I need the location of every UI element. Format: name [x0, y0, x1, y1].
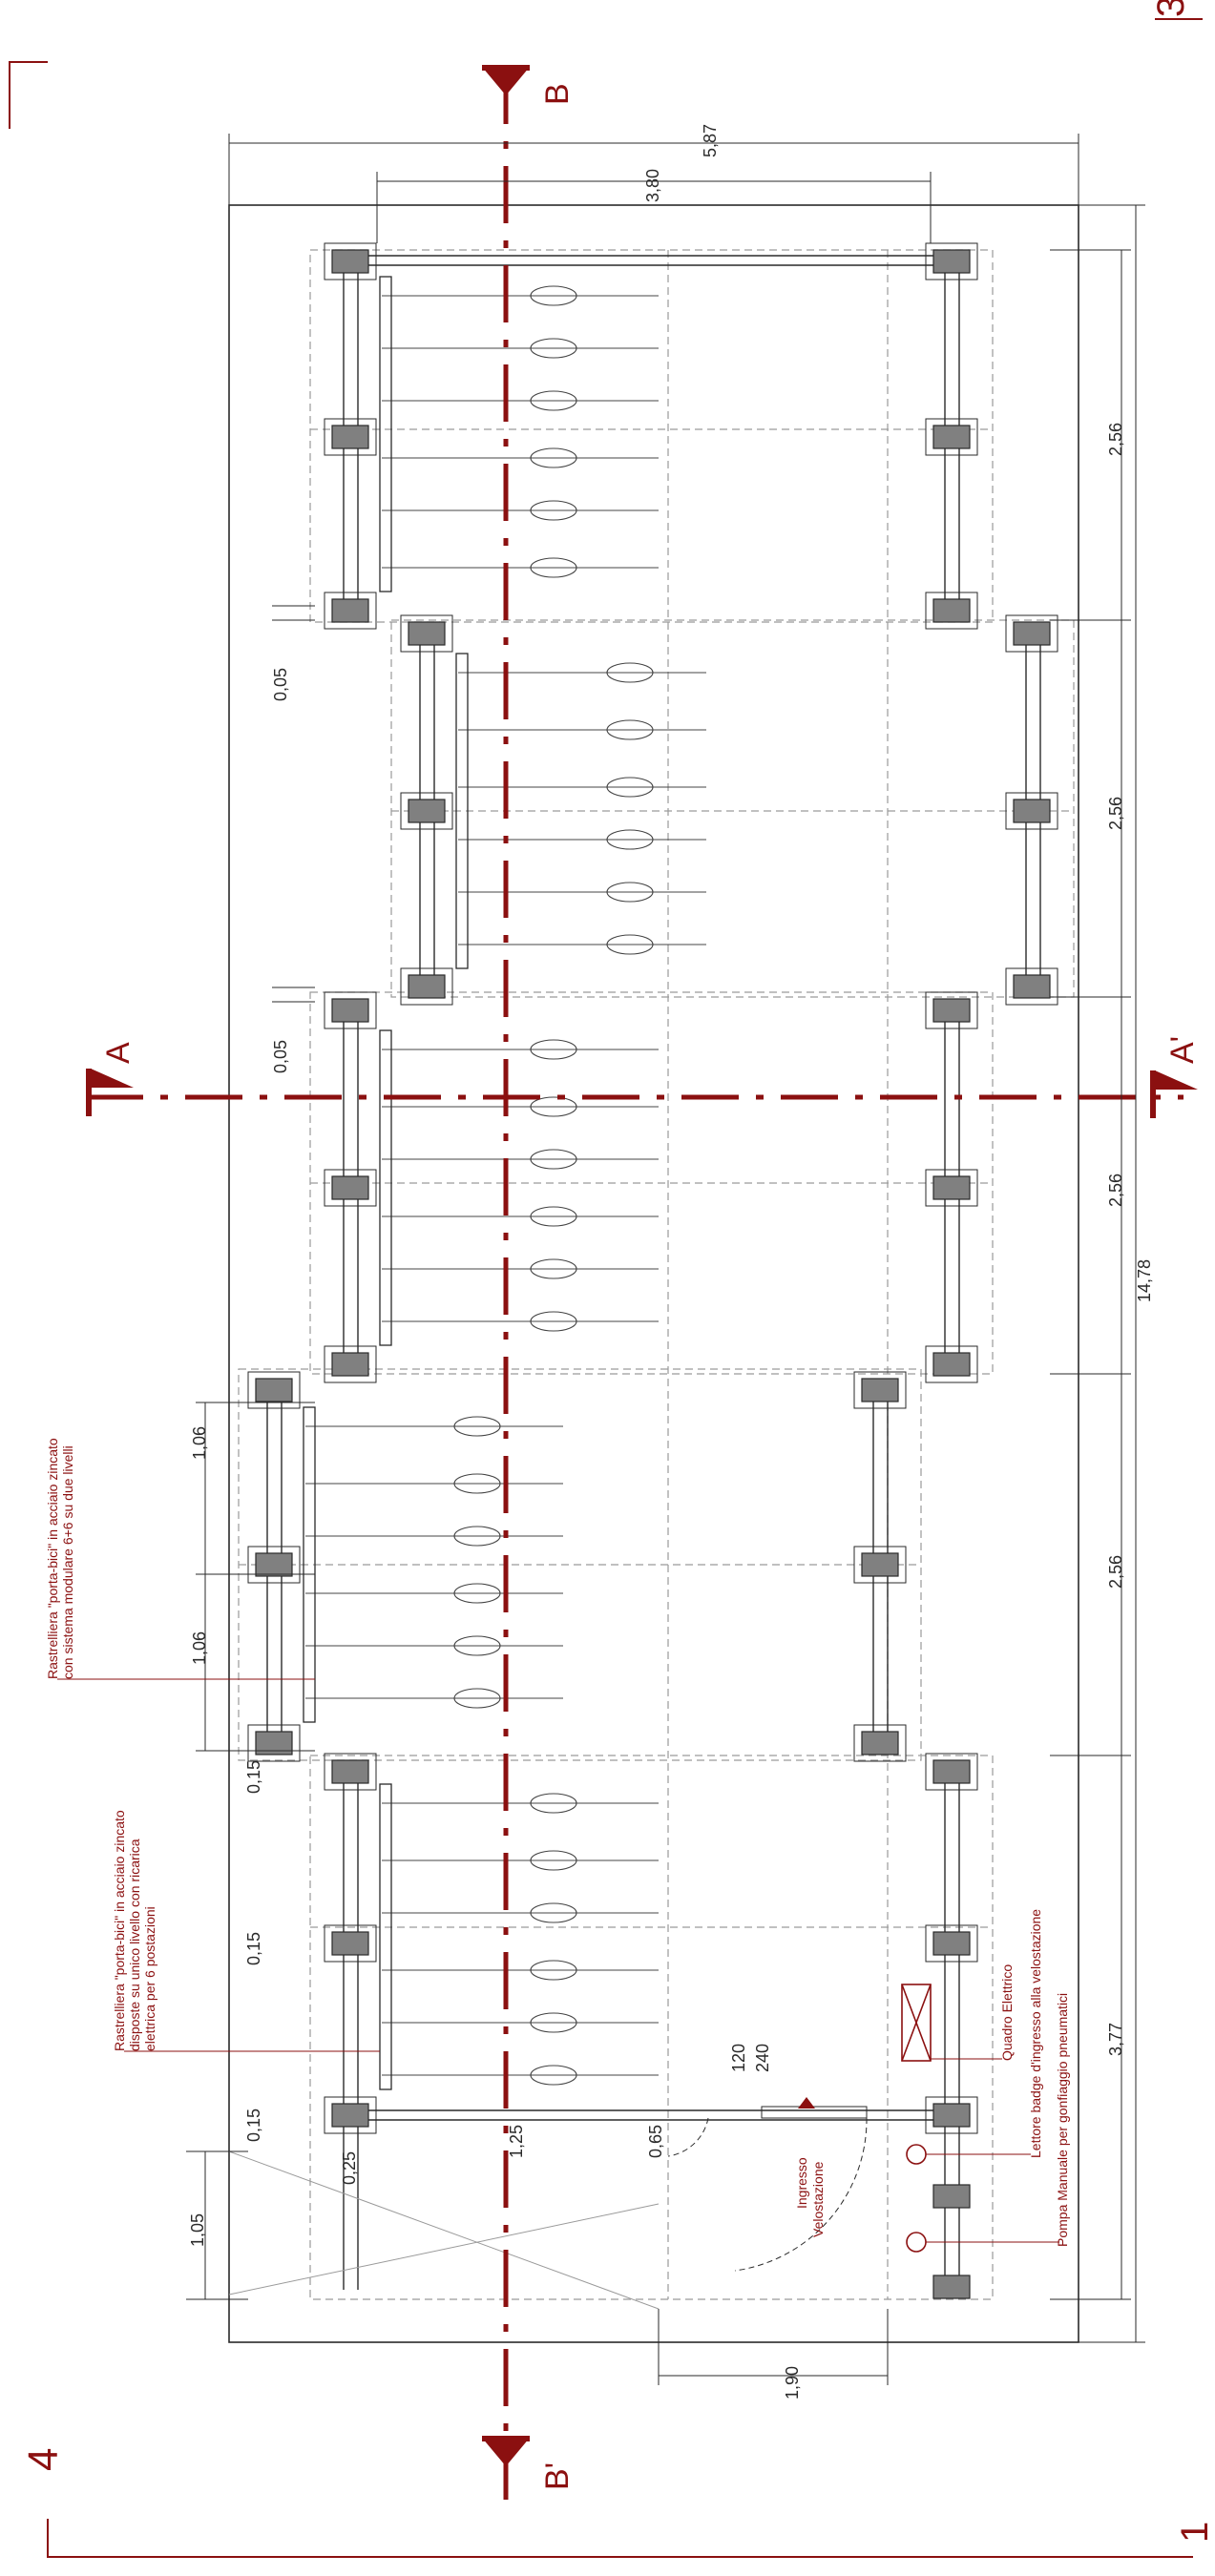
note-reader: Lettore badge d'ingresso alla velostazio… [1028, 1909, 1043, 2158]
entrance-area [228, 2106, 868, 2310]
dim-rack-1: 1,06 [190, 1426, 209, 1460]
dimension-lines [186, 134, 1145, 2385]
dim-length-total: 14,78 [1135, 1259, 1154, 1302]
note-panel: Quadro Elettrico [999, 1964, 1015, 2061]
dim-module-4: 2,56 [1106, 1555, 1125, 1589]
canopy-module-outlines [238, 249, 1075, 2300]
bicycle-rows-module-2 [458, 662, 706, 955]
sheet-frame [9, 18, 1203, 2558]
bicycle-rows-module-3 [382, 1039, 659, 1332]
note-rack-single-line1: Rastrelliera "porta-bici" in acciaio zin… [112, 1810, 127, 2051]
dim-door-a: 1,25 [507, 2125, 526, 2158]
sheet-corner-left: 4 [20, 2448, 67, 2471]
note-rack-single-line2: disposte su unico livello con ricarica [127, 1839, 142, 2051]
structural-columns [255, 249, 1051, 2299]
bicycle-rows-module-1 [382, 285, 659, 578]
section-label-a: A [100, 1042, 136, 1064]
bicycle-rows-module-4 [305, 1416, 563, 1709]
dim-gap-1: 0,05 [271, 668, 290, 701]
dim-width-total: 5,87 [701, 124, 720, 157]
dim-module-5: 3,77 [1106, 2023, 1125, 2056]
sheet-corner-top: 3 [1150, 0, 1192, 17]
dim-width-inner: 3,80 [643, 169, 662, 202]
note-entrance-line2: Velostazione [810, 2161, 826, 2237]
dim-door-b: 0,65 [646, 2125, 665, 2158]
sheet-corner-bottom: 1 [1174, 2522, 1215, 2543]
dim-offset-2: 0,15 [244, 1932, 263, 1965]
dim-post: 0,25 [340, 2151, 359, 2185]
air-pump-symbol [906, 2232, 927, 2253]
dim-entrance: 1,05 [188, 2213, 207, 2247]
dim-door-240: 240 [753, 2044, 772, 2072]
note-rack-single-line3: elettrica per 6 postazioni [142, 1906, 157, 2051]
badge-reader-symbol [906, 2144, 927, 2165]
dim-module-1: 2,56 [1106, 423, 1125, 456]
dim-bottom: 1,90 [783, 2366, 802, 2399]
section-label-b-prime: B' [539, 2462, 576, 2490]
leader-lines [57, 1678, 1059, 2243]
section-label-b: B [539, 83, 576, 105]
section-markers [86, 65, 1198, 2466]
dim-module-2: 2,56 [1106, 797, 1125, 830]
dim-offset-1: 0,15 [244, 1760, 263, 1794]
section-label-a-prime: A' [1164, 1036, 1201, 1064]
dim-module-3: 2,56 [1106, 1174, 1125, 1207]
dim-rack-2: 1,06 [190, 1631, 209, 1665]
note-entrance-line1: Ingresso [794, 2157, 809, 2209]
note-pump: Pompa Manuale per gonfiaggio pneumatici [1055, 1993, 1070, 2247]
note-rack-double-line2: con sistema modulare 6+6 su due livelli [60, 1445, 75, 1679]
note-rack-double-line1: Rastrelliera "porta-bici" in acciaio zin… [45, 1438, 60, 1679]
dim-door-120: 120 [729, 2044, 748, 2072]
outer-slab-outline [228, 204, 1079, 2343]
rack-rails [303, 276, 469, 2090]
bicycle-racks [305, 285, 706, 2086]
dim-offset-3: 0,15 [244, 2109, 263, 2142]
column-base-plates [247, 242, 1058, 2134]
bicycle-rows-module-5 [382, 1793, 659, 2086]
entrance-arrow-icon [798, 2097, 815, 2109]
dim-gap-2: 0,05 [271, 1040, 290, 1073]
electrical-panel-symbol [901, 1984, 932, 2062]
